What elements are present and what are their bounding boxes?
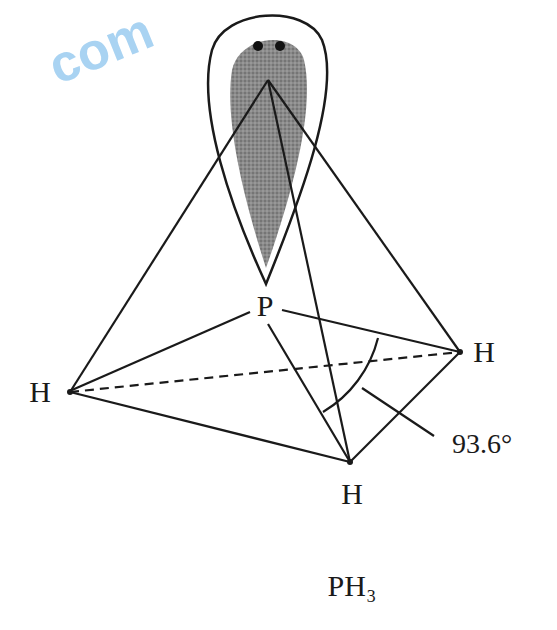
atom-label: H	[473, 337, 495, 367]
caption: PH₃	[328, 571, 377, 601]
atom-label: H	[341, 479, 363, 509]
watermark: com	[41, 4, 160, 92]
atom-label: H	[29, 377, 51, 407]
angle-label: 93.6°	[450, 429, 514, 459]
atom-label: P	[257, 291, 274, 321]
